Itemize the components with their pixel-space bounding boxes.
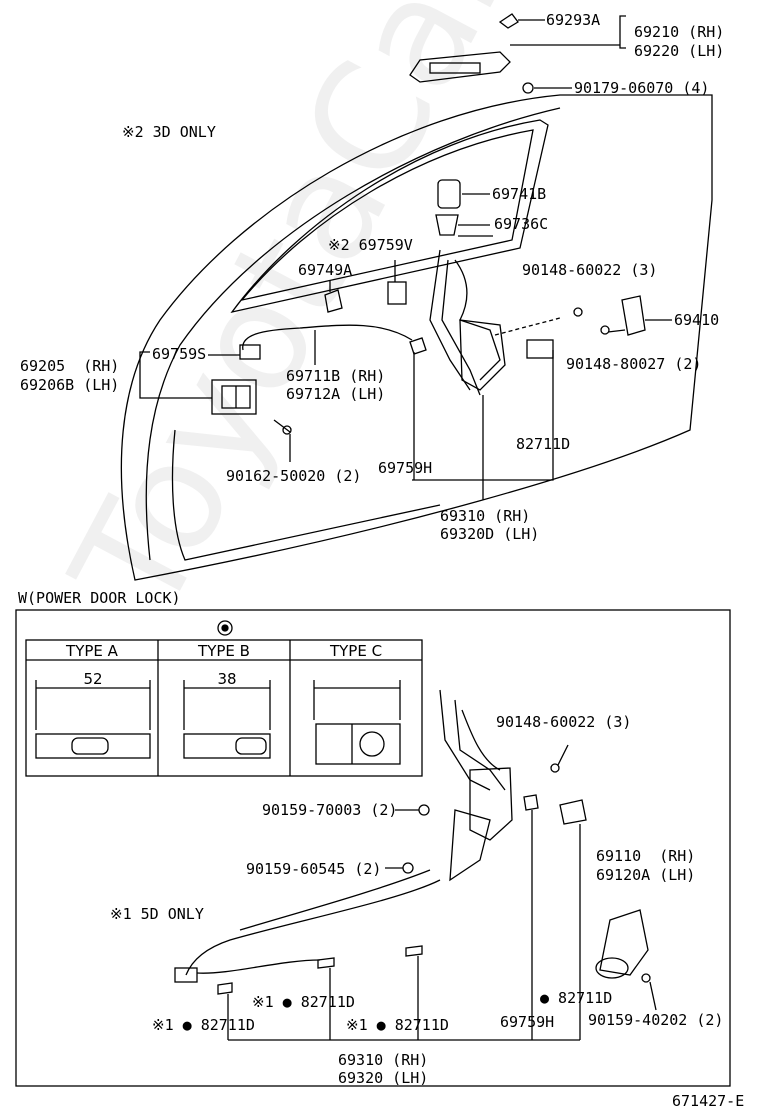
power-door-lock-heading: W(POWER DOOR LOCK)	[18, 589, 181, 607]
label-69759h-bottom: 69759H	[500, 1013, 555, 1031]
lower-cable	[185, 879, 441, 976]
label-69759h-top: 69759H	[378, 459, 433, 477]
label-69320: 69320 (LH)	[338, 1069, 429, 1087]
power-lock-frame	[15, 609, 731, 1087]
label-90148-c: 90148-60022 (3)	[496, 713, 632, 731]
door-lock-cylinder	[599, 909, 649, 976]
label-69205: 69205 (RH)	[20, 357, 120, 375]
type-a-header: TYPE A	[66, 642, 118, 660]
window-switch	[211, 379, 257, 415]
label-82711d-b2: ● 82711D	[540, 989, 613, 1007]
label-69293a: 69293A	[546, 11, 601, 29]
type-b-header: TYPE B	[198, 642, 250, 660]
label-69741b: 69741B	[492, 185, 547, 203]
label-69736c: 69736C	[494, 215, 549, 233]
label-69712a: 69712A (LH)	[286, 385, 386, 403]
label-90159-b: 90159-60545 (2)	[246, 860, 382, 878]
switch-cable	[242, 324, 413, 351]
note-3d-only: ※2 3D ONLY	[122, 123, 216, 141]
label-69410: 69410	[674, 311, 720, 329]
type-b-dimension: 38	[217, 670, 237, 688]
label-69759v: ※2 69759V	[328, 236, 413, 254]
label-69110: 69110 (RH)	[596, 847, 696, 865]
label-69711b: 69711B (RH)	[286, 367, 386, 385]
label-69759s: 69759S	[152, 345, 207, 363]
label-69120a: 69120A (LH)	[596, 866, 696, 884]
lock-rods	[429, 249, 501, 396]
figure-number: 671427-E	[672, 1092, 745, 1110]
label-69320d: 69320D (LH)	[440, 525, 540, 543]
label-90148-a: 90148-60022 (3)	[522, 261, 658, 279]
label-90148-b: 90148-80027 (2)	[566, 355, 702, 373]
label-69310-bottom: 69310 (RH)	[338, 1051, 429, 1069]
label-69220: 69220 (LH)	[634, 42, 725, 60]
label-69749a: 69749A	[298, 261, 353, 279]
window-frame	[230, 119, 549, 314]
label-90179: 90179-06070 (4)	[574, 79, 710, 97]
label-69206b: 69206B (LH)	[20, 376, 120, 394]
type-c-header: TYPE C	[329, 642, 383, 660]
outside-handle	[409, 51, 511, 83]
label-69310-top: 69310 (RH)	[440, 507, 531, 525]
door-lower	[171, 429, 441, 561]
type-a-dimension: 52	[83, 670, 103, 688]
door-outline	[120, 94, 713, 581]
door-inner-line	[145, 107, 561, 561]
label-90159-c: 90159-40202 (2)	[588, 1011, 724, 1029]
label-82711d-b1: ※1 ● 82711D	[252, 993, 355, 1011]
label-82711d-top: 82711D	[516, 435, 571, 453]
label-69210: 69210 (RH)	[634, 23, 725, 41]
label-82711d-b3: ※1 ● 82711D	[152, 1016, 255, 1034]
label-82711d-b4: ※1 ● 82711D	[346, 1016, 449, 1034]
window-frame-inner	[240, 129, 534, 302]
label-90159-a: 90159-70003 (2)	[262, 801, 398, 819]
note-5d-only: ※1 5D ONLY	[110, 905, 204, 923]
label-90162: 90162-50020 (2)	[226, 467, 362, 485]
